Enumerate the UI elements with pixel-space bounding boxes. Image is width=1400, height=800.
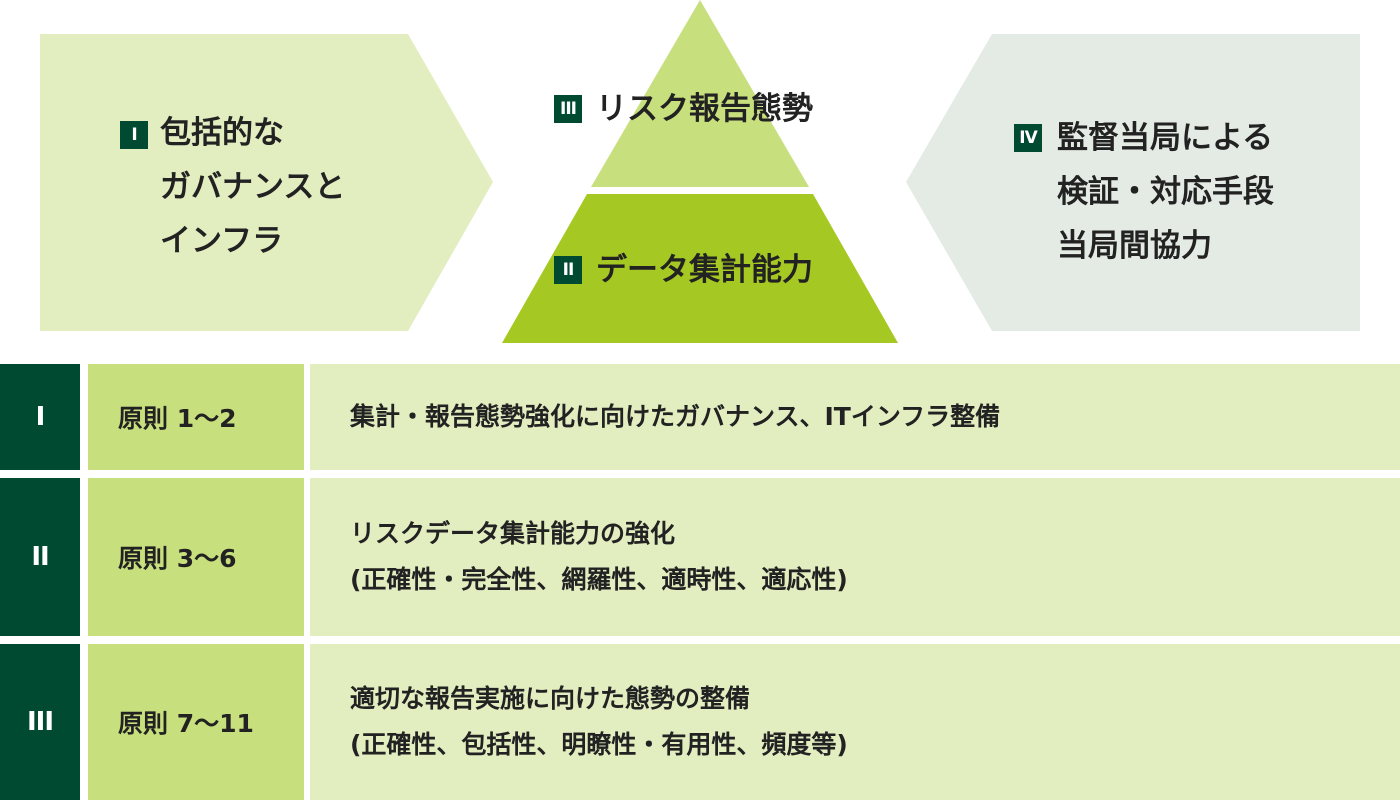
- table-row: II 原則 3～6 リスクデータ集計能力の強化 (正確性・完全性、網羅性、適時性…: [0, 478, 1400, 636]
- right-block-text: 監督当局による 検証・対応手段 当局間協力: [1057, 120, 1274, 264]
- description-line: リスクデータ集計能力の強化: [350, 519, 676, 548]
- row-principle: 原則 3～6: [88, 478, 304, 636]
- principles-table: I 原則 1～2 集計・報告態勢強化に向けたガバナンス、ITインフラ整備 II …: [0, 364, 1400, 800]
- row-numeral: III: [0, 644, 80, 800]
- triangle-bottom-text: データ集計能力: [596, 252, 813, 288]
- description-line: (正確性、包括性、明瞭性・有用性、頻度等): [350, 730, 848, 759]
- row-description: 集計・報告態勢強化に向けたガバナンス、ITインフラ整備: [310, 364, 1400, 470]
- right-arrow-block: [906, 34, 1360, 331]
- left-block-text: 包括的な ガバナンスと インフラ: [160, 115, 346, 259]
- left-block-numeral: I: [120, 121, 148, 149]
- row-description: 適切な報告実施に向けた態勢の整備 (正確性、包括性、明瞭性・有用性、頻度等): [310, 644, 1400, 800]
- triangle-top-segment: [591, 0, 809, 187]
- triangle-bottom-numeral: II: [554, 256, 582, 284]
- description-line: (正確性・完全性、網羅性、適時性、適応性): [350, 565, 848, 594]
- left-arrow-block: [40, 34, 493, 331]
- row-principle: 原則 1～2: [88, 364, 304, 470]
- table-row: III 原則 7～11 適切な報告実施に向けた態勢の整備 (正確性、包括性、明瞭…: [0, 644, 1400, 800]
- row-numeral: I: [0, 364, 80, 470]
- row-numeral: II: [0, 478, 80, 636]
- triangle-top-text: リスク報告態勢: [596, 91, 813, 127]
- description-line: 適切な報告実施に向けた態勢の整備: [350, 684, 751, 713]
- table-row: I 原則 1～2 集計・報告態勢強化に向けたガバナンス、ITインフラ整備: [0, 364, 1400, 470]
- triangle-bottom-segment: [502, 194, 898, 343]
- triangle-top-numeral: III: [554, 95, 582, 123]
- description-line: 集計・報告態勢強化に向けたガバナンス、ITインフラ整備: [350, 402, 1001, 431]
- framework-diagram: I 包括的な ガバナンスと インフラ III リスク報告態勢 II データ集計能…: [0, 0, 1400, 360]
- diagram-shapes: [40, 0, 1360, 343]
- row-principle: 原則 7～11: [88, 644, 304, 800]
- right-block-numeral: IV: [1014, 124, 1042, 152]
- row-description: リスクデータ集計能力の強化 (正確性・完全性、網羅性、適時性、適応性): [310, 478, 1400, 636]
